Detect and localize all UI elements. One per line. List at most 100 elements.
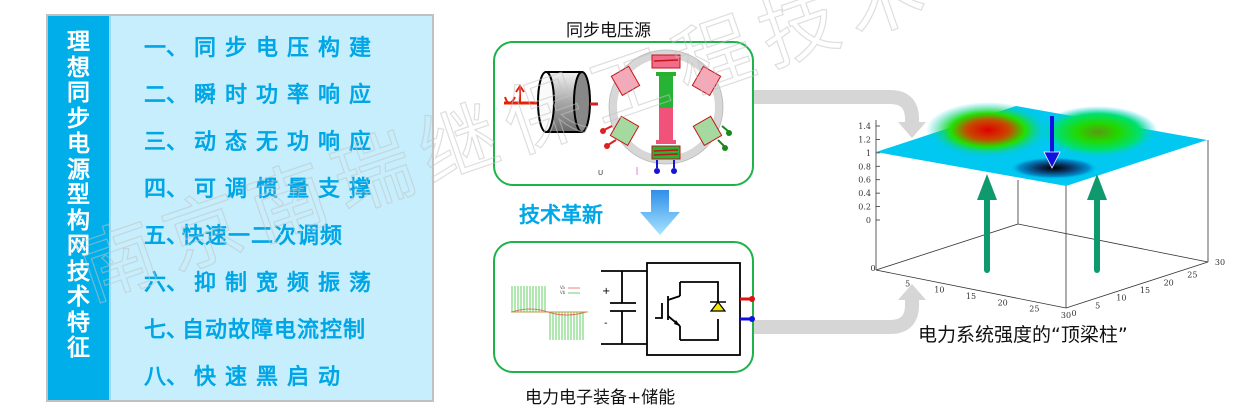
svg-text:Va: Va xyxy=(560,285,565,290)
power-electronics-illustration: Va Vb + - xyxy=(511,262,755,356)
svg-text:Vb: Vb xyxy=(560,290,566,295)
feature-number: 八、 xyxy=(144,365,189,390)
x-tick-label: 0 xyxy=(870,264,875,273)
z-tick-label: 0.6 xyxy=(858,176,871,185)
z-tick-label: 0.8 xyxy=(858,162,871,171)
sidebar-title-char: 术 xyxy=(67,284,90,310)
power-electronics-box xyxy=(493,241,754,373)
base-edge xyxy=(875,223,1019,271)
connector-arrow-top xyxy=(754,90,926,138)
feature-text: 同步电压构建 xyxy=(194,36,381,61)
x-tick-label: 15 xyxy=(966,292,976,301)
x-tick-label: 20 xyxy=(998,298,1008,307)
z-tick-label: 1.4 xyxy=(858,122,871,131)
y-tick-label: 10 xyxy=(1116,294,1126,303)
z-tick-label: 1.2 xyxy=(858,135,871,144)
sync-voltage-source-title: 同步电压源 xyxy=(566,21,651,41)
sidebar-title-char: 想 xyxy=(67,54,90,81)
support-arrow-head xyxy=(1087,174,1107,200)
sidebar-title-char: 特 xyxy=(67,309,90,336)
y-tick-label: 20 xyxy=(1164,278,1174,287)
connector-arrow-bottom xyxy=(754,284,926,334)
feature-item: 一、同步电压构建 xyxy=(144,30,380,62)
feature-text: 瞬时功率响应 xyxy=(194,83,381,108)
feature-item: 八、快速黑启动 xyxy=(144,359,349,391)
igbt-module xyxy=(646,262,741,356)
sidebar-title-char: 源 xyxy=(67,156,90,183)
feature-item: 五、快速一二次调频 xyxy=(144,218,343,250)
sidebar-title: 理想同步电源型构网技术特征 xyxy=(48,29,109,362)
feature-text: 自动故障电流控制 xyxy=(182,318,367,343)
sidebar-title-char: 步 xyxy=(67,105,90,132)
stator-coils xyxy=(609,54,723,160)
feature-number: 四、 xyxy=(144,177,189,202)
feature-item: 四、可调惯量支撑 xyxy=(144,171,380,203)
sidebar-title-char: 同 xyxy=(67,80,90,106)
feature-text: 快速一二次调频 xyxy=(182,224,344,249)
waveform-legend: Va Vb xyxy=(560,285,580,295)
sync-machine-box xyxy=(493,41,754,186)
rotor xyxy=(656,72,676,144)
x-tick-label: 25 xyxy=(1029,305,1039,314)
base-edge xyxy=(875,269,1067,309)
feature-panel: 理想同步电源型构网技术特征 一、同步电压构建二、瞬时功率响应三、动态无功响应四、… xyxy=(46,14,434,402)
z-tick-label: 0 xyxy=(866,216,871,225)
sidebar-title-char: 技 xyxy=(67,258,90,285)
down-arrow-head xyxy=(1043,151,1061,169)
sidebar-title-char: 网 xyxy=(67,233,90,259)
z-tick-label: 0.4 xyxy=(858,189,871,198)
x-tick-label: 10 xyxy=(934,286,944,295)
feature-text: 可调惯量支撑 xyxy=(194,177,381,202)
feature-item: 六、抑制宽频振荡 xyxy=(144,265,380,297)
sidebar-title-char: 型 xyxy=(67,182,90,208)
sidebar-title-char: 理 xyxy=(67,29,90,55)
diode-icon xyxy=(709,301,727,312)
sidebar-title-char: 电 xyxy=(67,131,90,157)
surface-peak-red xyxy=(926,102,1050,158)
z-tick-label: 1 xyxy=(866,149,871,158)
feature-number: 三、 xyxy=(144,130,189,155)
dc-plus-label: + xyxy=(602,286,610,297)
turbine-cylinder xyxy=(537,71,591,133)
y-tick-label: 30 xyxy=(1215,258,1225,267)
pwm-waveform xyxy=(511,286,588,340)
base-edge xyxy=(1017,223,1209,263)
terminals xyxy=(600,125,732,175)
sidebar-title-char: 征 xyxy=(67,335,90,361)
y-tick-label: 5 xyxy=(1095,301,1100,310)
feature-text: 动态无功响应 xyxy=(194,130,381,155)
sidebar-title-char: 构 xyxy=(67,207,90,234)
dc-capacitor xyxy=(601,270,647,345)
feature-item: 七、自动故障电流控制 xyxy=(144,312,366,344)
y-tick-label: 0 xyxy=(1071,309,1076,318)
surface-peak-green xyxy=(1038,106,1158,158)
z-tick-label: 0.2 xyxy=(858,203,871,212)
sidebar-title-bar: 理想同步电源型构网技术特征 xyxy=(48,16,111,400)
power-electronics-caption: 电力电子装备+储能 xyxy=(525,388,676,408)
feature-number: 六、 xyxy=(144,271,189,296)
y-tick-label: 15 xyxy=(1140,286,1150,295)
voltage-label: U xyxy=(598,169,603,177)
feature-number: 二、 xyxy=(144,83,189,108)
x-tick-label: 5 xyxy=(905,279,910,288)
down-arrow-icon xyxy=(640,190,680,235)
feature-number: 一、 xyxy=(144,36,189,61)
dc-minus-label: - xyxy=(604,318,608,329)
innovation-label: 技术革新 xyxy=(519,203,603,227)
feature-text: 抑制宽频振荡 xyxy=(194,271,381,296)
feature-number: 七、 xyxy=(144,318,189,343)
watermark-text: 南京南瑞继保工程技术 xyxy=(67,0,947,318)
feature-number: 五、 xyxy=(144,224,189,249)
surface-dip xyxy=(1010,157,1098,179)
feature-item: 二、瞬时功率响应 xyxy=(144,77,380,109)
feature-text: 快速黑启动 xyxy=(194,365,350,390)
x-tick-label: 30 xyxy=(1061,311,1071,320)
y-tick-label: 25 xyxy=(1187,271,1197,280)
system-strength-caption: 电力系统强度的“顶梁柱” xyxy=(918,324,1128,346)
base-edge xyxy=(1065,261,1209,309)
synchronous-machine-illustration: U xyxy=(504,49,732,177)
watermark: 南京南瑞继保工程技术 xyxy=(66,0,947,319)
support-arrow-head xyxy=(977,174,997,200)
